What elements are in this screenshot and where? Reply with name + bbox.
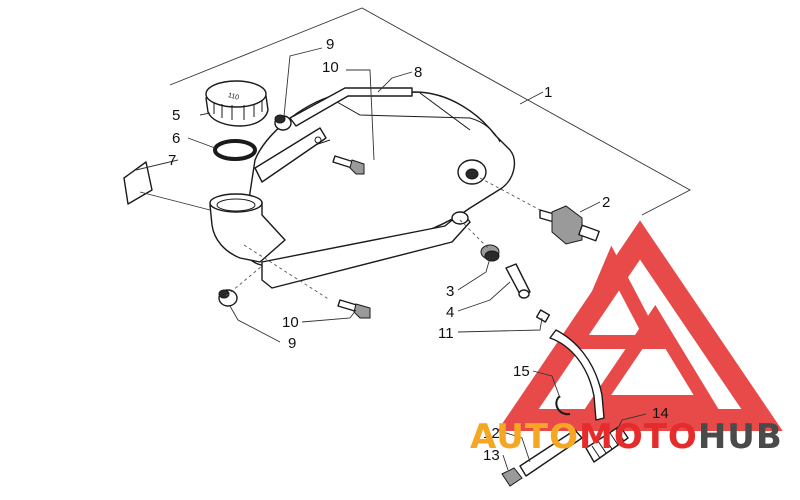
callout-6: 6 xyxy=(172,130,180,147)
callout-5: 5 xyxy=(172,107,180,124)
cap-text: 110 xyxy=(227,92,240,102)
callout-15: 15 xyxy=(513,363,530,380)
callout-8: 8 xyxy=(414,64,422,81)
bolt-bottom-icon xyxy=(337,299,371,319)
callout-2: 2 xyxy=(602,194,610,211)
fuel-tank xyxy=(209,87,516,289)
fuel-cap-icon: 110 xyxy=(205,80,269,127)
hose-clamp-icon xyxy=(501,467,523,487)
o-ring-icon xyxy=(213,139,257,161)
fuel-hose-icon xyxy=(549,329,605,421)
callout-7: 7 xyxy=(168,152,176,169)
callout-11: 11 xyxy=(438,325,454,342)
callout-14: 14 xyxy=(652,405,669,422)
callout-12: 12 xyxy=(483,425,500,442)
corrugated-hose-icon xyxy=(585,425,629,463)
watermark-logo-icon xyxy=(497,220,783,431)
callout-10-bottom: 10 xyxy=(282,314,299,331)
callout-13: 13 xyxy=(483,447,500,464)
callout-3: 3 xyxy=(446,283,454,300)
hose-section-icon xyxy=(519,429,583,477)
callout-4: 4 xyxy=(446,304,454,321)
callout-10-top: 10 xyxy=(322,59,339,76)
watermark-part-moto: MOTO xyxy=(579,417,698,457)
fuel-valve-icon xyxy=(539,205,600,245)
watermark-part-hub: HUB xyxy=(698,417,783,457)
watermark-part-auto: AUTO xyxy=(470,417,579,457)
fitting-icon xyxy=(505,263,531,299)
outlet-grommet-icon xyxy=(480,244,500,262)
bolt-top-icon xyxy=(332,155,365,175)
watermark-text: AUTOMOTOHUB xyxy=(470,417,783,457)
assembly-bracket xyxy=(169,7,691,216)
small-clamp-icon xyxy=(535,309,551,323)
callout-9-bottom: 9 xyxy=(288,335,296,352)
callout-9-top: 9 xyxy=(326,36,334,53)
decal-label-icon xyxy=(123,161,153,205)
grommet-bottom-icon xyxy=(218,289,238,307)
hose-clip-icon xyxy=(555,395,571,416)
grommet-top-icon xyxy=(274,114,292,131)
leader-lines xyxy=(135,47,647,471)
callout-1: 1 xyxy=(544,84,552,101)
